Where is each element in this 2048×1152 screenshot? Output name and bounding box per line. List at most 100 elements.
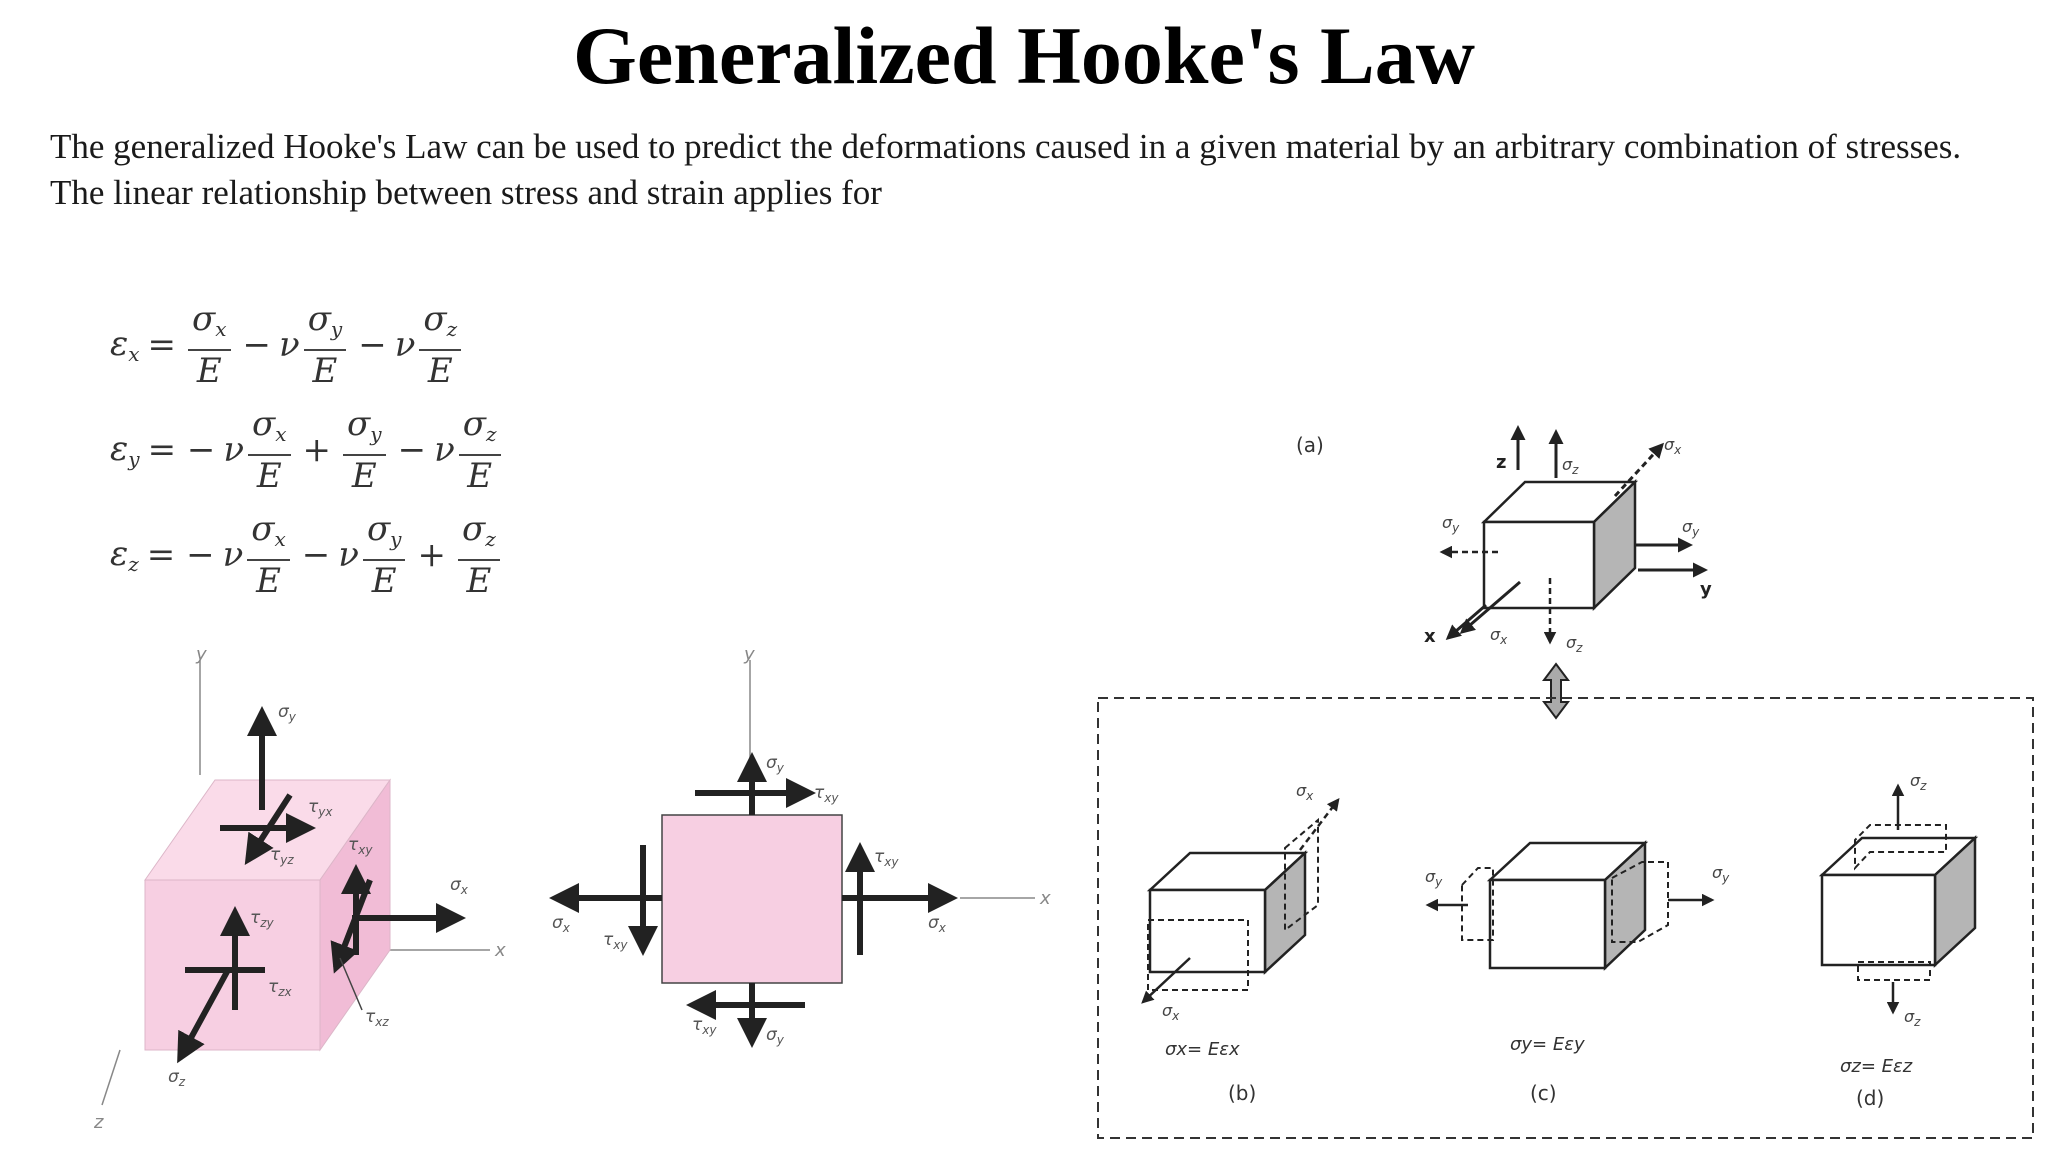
label-sigma-y-bottom: σy [766,1025,785,1047]
arrow-tau-yz [244,793,293,866]
tau-xz-leader [339,957,363,1011]
deformed-outline-c-right [1611,861,1669,943]
equation-operator: − [358,325,387,365]
equation-poisson-coefficient: ν [434,430,455,470]
label-sigma-y-left-c: σy [1425,867,1443,889]
label-sigma-x-back-b: σx [1296,781,1314,803]
linear-relationship-paragraph: The linear relationship between stress a… [50,173,882,212]
axis-x-label-2d: x [1039,888,1051,909]
equation-operator: − [242,325,272,365]
panel-d-uniaxial-z: σz σz σz= Eεz (d) [1818,771,1979,1110]
plane-stress-element: y x σy τxy τxy σx σx τxy τxy σy [549,644,1051,1048]
label-sigma-y-left-a: σy [1442,513,1460,535]
label-sigma-x-front-a: σx [1490,625,1508,647]
label-sigma-x-right: σx [928,913,947,935]
label-tau-xy-left: τxy [603,930,628,952]
equation-operator: = − [146,535,215,575]
label-sigma-z-up-d: σz [1910,771,1927,793]
panel-a-triaxial-cube: (a) z y x σz σx σy σy σx σz [1296,425,1712,720]
label-sigma-y-right-a: σy [1682,517,1700,539]
label-tau-zx: τzx [268,977,293,999]
intro-text: The generalized Hooke's Law can be used … [50,124,2040,216]
label-sigma-z-down-d: σz [1904,1007,1921,1029]
label-sigma-x-back-a: σx [1664,435,1682,457]
cube-a-front [1482,520,1596,610]
panel-a-label: (a) [1296,433,1324,457]
arrow-sigma-z [177,968,231,1064]
label-tau-xy: τxy [348,835,373,857]
deformed-outline-d-bottom [1857,961,1931,981]
label-tau-xy-bottom: τxy [692,1015,717,1037]
panel-c-uniaxial-y: σy σy σy= Eεy (c) [1425,840,1730,1105]
axis-x-label-a: x [1424,626,1436,647]
label-sigma-z: σz [168,1067,186,1089]
equation-lhs: εz [110,534,139,576]
arrow-sigma-x-front-b [1141,957,1191,1004]
arrow-tau-xz [330,878,373,974]
label-tau-yz: τyz [270,845,294,867]
equation-operator: = [147,325,177,365]
label-sigma-z-top-a: σz [1562,455,1579,477]
double-arrow-icon [1542,662,1570,720]
equation-operator: + [302,430,332,470]
deformed-outline-c-left [1461,867,1494,941]
arrow-sigma-x-front-a [1459,580,1521,634]
law-c: σy= Eεy [1510,1034,1585,1055]
label-tau-xz: τxz [365,1007,389,1029]
equation-poisson-coefficient: ν [394,325,416,365]
label-tau-xy-top: τxy [814,783,839,805]
equation-poisson-coefficient: ν [222,535,244,575]
equation-poisson-coefficient: ν [338,535,359,575]
label-sigma-y: σy [278,702,297,724]
deformed-outline-b-front [1147,919,1249,991]
label-tau-zy: τzy [250,908,275,930]
axis-x-label: x [494,940,506,961]
panel-b-label: (b) [1228,1081,1256,1105]
x-axis-arrow-a [1445,603,1487,640]
equation-lhs: εx [110,324,140,366]
uniaxial-cases-box [1097,697,2034,1139]
axis-y-label-2d: y [743,644,755,665]
panel-d-label: (d) [1856,1086,1884,1110]
panel-c-label: (c) [1530,1081,1557,1105]
equation-lhs: εy [110,429,140,471]
axis-z-label-a: z [1496,452,1506,473]
law-d: σz= Eεz [1840,1056,1913,1077]
page-title: Generalized Hooke's Law [573,10,1475,101]
axis-y-label: y [195,644,207,665]
z-axis-line [101,1049,121,1106]
axis-y-label-a: y [1700,579,1712,600]
equation-operator: − [301,535,331,575]
arrow-sigma-x-back-b [1299,798,1340,851]
law-b: σx= Eεx [1165,1039,1240,1060]
deformed-outline-d-top [1854,824,1947,871]
equation-operator: = − [147,430,216,470]
label-sigma-x: σx [450,875,469,897]
label-tau-xy-right: τxy [874,847,899,869]
label-sigma-y-top: σy [766,753,785,775]
label-tau-yx: τyx [308,797,333,819]
equation-poisson-coefficient: ν [279,325,300,365]
equation-poisson-coefficient: ν [223,430,245,470]
arrow-sigma-x-back-a [1613,442,1665,498]
intro-paragraph: The generalized Hooke's Law can be used … [50,127,1962,166]
plane-element-square [661,814,843,984]
equation-operator: − [397,430,427,470]
label-sigma-y-right-c: σy [1712,863,1730,885]
stress-cube-3d: y z x σy τyx τyz τxy σx τzy τzx τxz [93,644,506,1133]
label-sigma-x-front-b: σx [1162,1001,1180,1023]
label-sigma-z-bottom-a: σz [1566,633,1583,655]
